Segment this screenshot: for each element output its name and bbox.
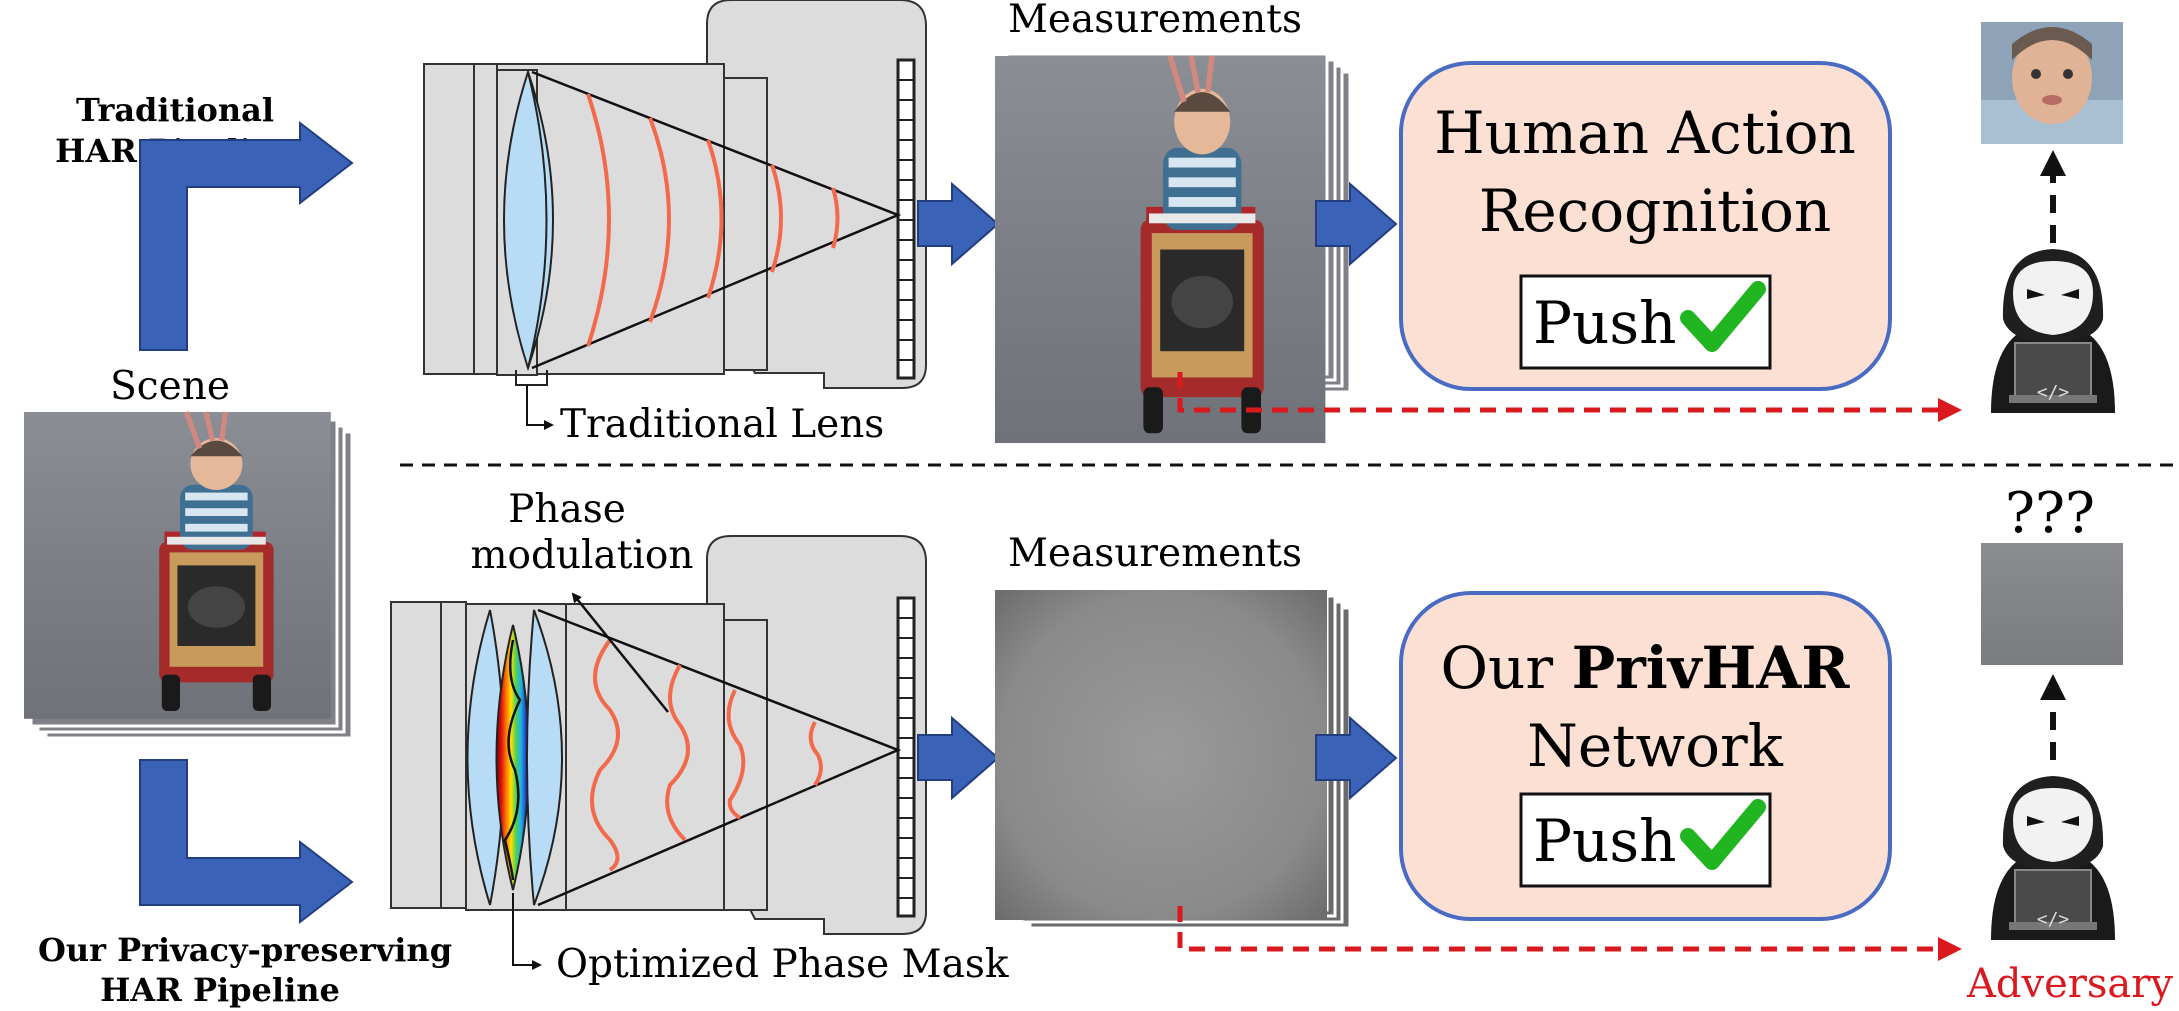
- bottom-sensor-pixels: [898, 617, 914, 899]
- top-front-cap: [423, 63, 475, 375]
- bottom-lens-back: [526, 609, 563, 906]
- scene-photo: [24, 412, 331, 719]
- top-pipeline-label-line1: Traditional: [76, 91, 274, 129]
- top-measurements-label: Measurements: [1008, 0, 1302, 42]
- phase-pointer: [571, 592, 669, 713]
- bottom-pipeline-label-line2: HAR Pipeline: [100, 971, 340, 1009]
- top-leak-arrowhead: [1938, 398, 1962, 422]
- right-arrow-icon: [917, 181, 1000, 267]
- top-leaked-face: [1981, 22, 2123, 144]
- bottom-pipeline-label-line1: Our Privacy-preserving: [38, 931, 452, 969]
- bottom-sensor-panel: [723, 619, 768, 911]
- phase-label-line1: Phase: [508, 487, 626, 532]
- har-box-line1: Human Action: [1434, 99, 1856, 167]
- bottom-wavefronts: [590, 638, 823, 872]
- right-arrow-icon: [1315, 181, 1398, 267]
- top-lens-bracket: [515, 370, 548, 386]
- laptop-icon: </>: [2037, 909, 2070, 930]
- top-camera: [423, 0, 927, 430]
- right-arrow-icon: [1315, 715, 1398, 801]
- phase-label-line2: modulation: [470, 533, 693, 578]
- bottom-camera: [390, 535, 927, 970]
- bottom-measurement-blur: [995, 590, 1327, 920]
- bottom-light-cone: [537, 608, 902, 907]
- corner-arrow-icon: [139, 759, 354, 925]
- laptop-icon: </>: [2037, 382, 2070, 403]
- privhar-box-name: PrivHAR: [1572, 634, 1851, 702]
- bottom-measurement-stack: [995, 588, 1352, 930]
- dashed-arrow-head: [2040, 150, 2066, 176]
- top-sensor-pixels: [898, 79, 914, 361]
- bottom-unrecoverable-image: [1981, 543, 2123, 665]
- scene-stack: [24, 412, 354, 740]
- top-light-cone: [531, 70, 902, 370]
- top-wavefronts: [586, 93, 840, 347]
- top-sensor-panel: [723, 77, 768, 371]
- bottom-measurements-label: Measurements: [1008, 531, 1302, 576]
- mask-pointer: [512, 893, 542, 970]
- checkmark-icon: [1680, 799, 1766, 870]
- right-arrow-icon: [917, 715, 1000, 801]
- bottom-leak-arrowhead: [1938, 937, 1962, 961]
- top-measurement-photo: [995, 56, 1325, 443]
- top-prediction-label: Push: [1533, 289, 1677, 357]
- dashed-arrow-head: [2040, 674, 2066, 700]
- privhar-box-prefix: Our: [1441, 634, 1572, 702]
- top-lens-element-back: [527, 71, 548, 369]
- phase-mask-profile: [503, 639, 522, 881]
- har-box-line2: Recognition: [1479, 177, 1832, 245]
- bottom-prediction-label: Push: [1533, 807, 1677, 875]
- top-lens-label: Traditional Lens: [560, 402, 884, 447]
- top-leak-path: [1177, 372, 1940, 413]
- question-marks: ???: [2005, 481, 2095, 546]
- corner-arrow-icon: [139, 120, 354, 351]
- bottom-front-cap: [390, 601, 442, 909]
- mask-label: Optimized Phase Mask: [556, 942, 1009, 987]
- top-lens-pointer: [526, 385, 554, 430]
- bottom-leak-path: [1177, 906, 1940, 952]
- top-measurement-stack: [995, 52, 1352, 443]
- checkmark-icon: [1680, 281, 1766, 352]
- adversary-label: Adversary: [1966, 961, 2173, 1007]
- optimized-phase-mask: [495, 624, 530, 891]
- scene-label: Scene: [110, 364, 230, 409]
- privhar-box-line2: Network: [1527, 712, 1784, 780]
- privhar-box-line1: Our PrivHAR: [1441, 634, 1851, 702]
